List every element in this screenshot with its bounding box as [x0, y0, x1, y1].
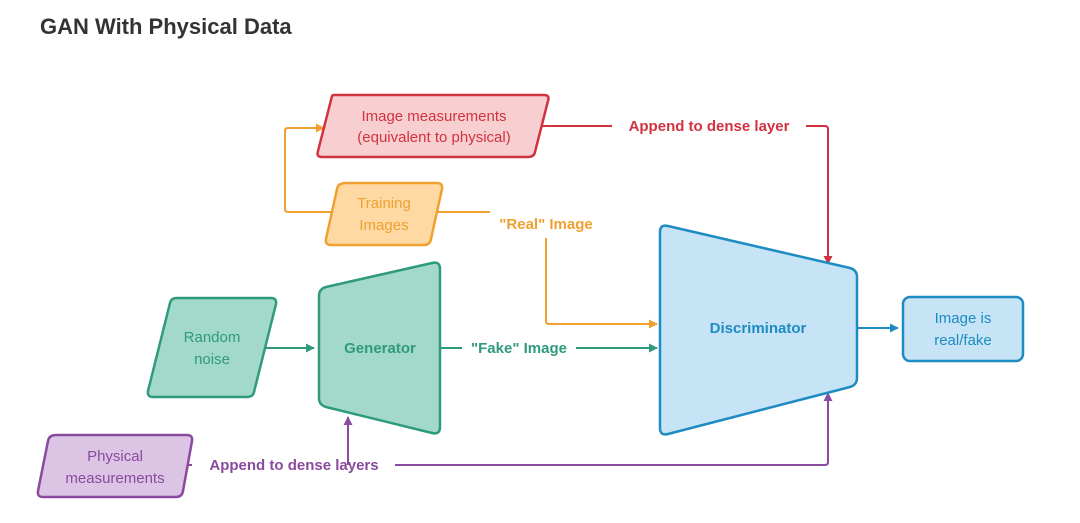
edge-training-to-measurements	[284, 123, 336, 213]
edge-label-append-dense-layer: Append to dense layer	[629, 118, 790, 135]
page-title: GAN With Physical Data	[40, 14, 292, 39]
output-line2: real/fake	[934, 332, 992, 349]
training-images-line1: Training	[357, 195, 411, 212]
random-noise-line1: Random	[184, 329, 241, 346]
image-measurements-line1: Image measurements	[361, 108, 506, 125]
edge-measurements-to-discriminator	[541, 125, 828, 264]
node-physical-measurements: Physical measurements	[36, 433, 194, 499]
generator-label: Generator	[344, 340, 416, 357]
node-image-measurements: Image measurements (equivalent to physic…	[316, 93, 550, 159]
node-generator: Generator	[317, 261, 442, 435]
edge-label-real-image: "Real" Image	[499, 216, 592, 233]
edge-label-fake-image: "Fake" Image	[471, 340, 567, 357]
node-discriminator: Discriminator	[658, 224, 859, 436]
output-line1: Image is	[935, 310, 992, 327]
node-output: Image is real/fake	[901, 295, 1025, 363]
node-random-noise: Random noise	[146, 296, 278, 399]
random-noise-line2: noise	[194, 351, 230, 368]
training-images-line2: Images	[359, 217, 408, 234]
physical-measurements-line1: Physical	[87, 448, 143, 465]
edge-real-image	[436, 211, 657, 324]
node-training-images: Training Images	[324, 181, 444, 247]
edge-label-append-dense-layers: Append to dense layers	[209, 457, 378, 474]
physical-measurements-line2: measurements	[65, 470, 164, 487]
image-measurements-line2: (equivalent to physical)	[357, 129, 510, 146]
discriminator-label: Discriminator	[710, 320, 807, 337]
